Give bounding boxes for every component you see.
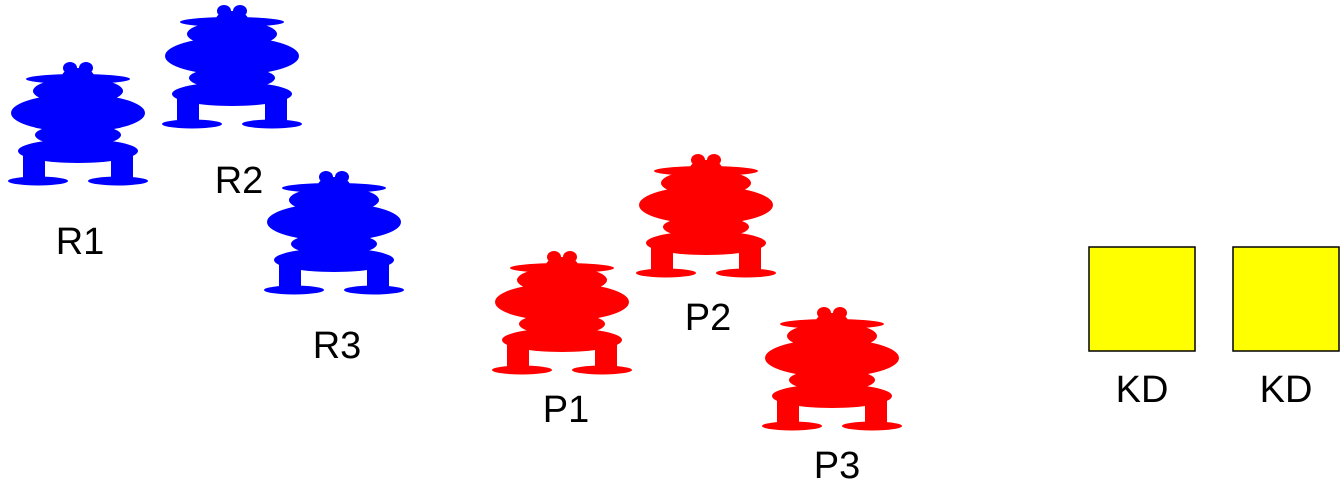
kd-box-2 [1232,246,1340,352]
robot-label-r2: R2 [215,160,264,202]
robot-label-p1: P1 [543,389,589,431]
robot-icon [264,171,404,295]
robot-label-p3: P3 [814,445,860,487]
robot-p3 [762,307,902,431]
kd-box-1 [1088,246,1196,352]
kd-label-2: KD [1260,369,1313,411]
robot-icon [8,62,148,186]
robot-icon [762,307,902,431]
kd-label-1: KD [1116,369,1169,411]
robot-label-r3: R3 [313,325,362,367]
robot-label-p2: P2 [685,297,731,339]
robot-icon [162,5,302,129]
robot-r2 [162,5,302,129]
robot-p1 [492,251,632,375]
robot-r1 [8,62,148,186]
robot-icon [492,251,632,375]
robot-p2 [636,154,776,278]
robot-label-r1: R1 [56,221,105,263]
robot-icon [636,154,776,278]
robot-r3 [264,171,404,295]
